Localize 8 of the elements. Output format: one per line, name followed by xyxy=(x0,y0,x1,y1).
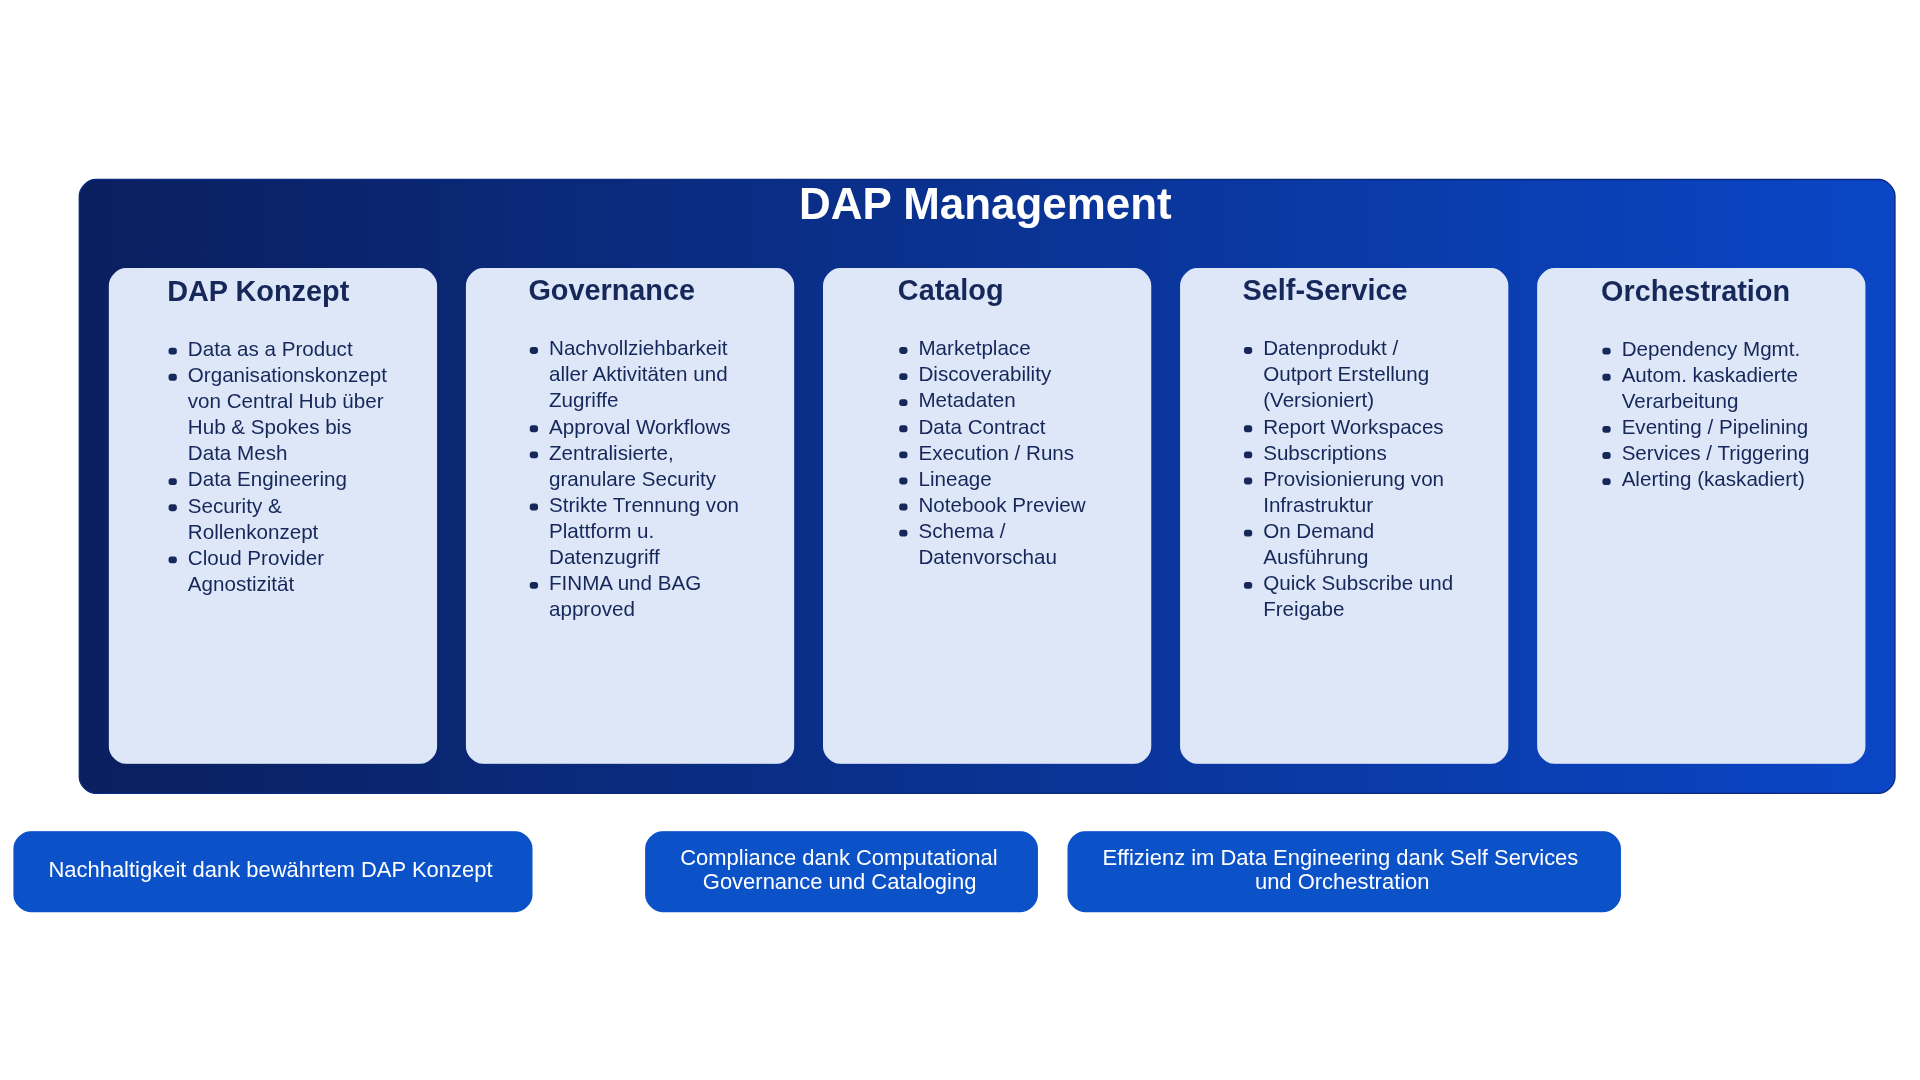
node-box: Orchestration Dependency Mgmt. Autom. kaskadierte Verarbeitung Eventing / Pipelining Services / Triggering Alerting (kaskadiert) xyxy=(1537,268,1866,764)
node-box: Self-Service Datenprodukt / Outport Erstellung (Versioniert) Report Workspaces Subscriptions Provisionierung von Infrastruktur On Demand Ausführung Quick Subscribe und Freigabe xyxy=(1180,268,1509,764)
node-box: Nachhaltigkeit dank bewährtem DAP Konzept xyxy=(13,831,533,913)
node-box: Catalog Marketplace Discoverability Metadaten Data Contract Execution / Runs Lineage Notebook Preview Schema / Datenvorschau xyxy=(823,268,1152,764)
node-box: Compliance dank Computational Governance und Cataloging xyxy=(645,831,1038,913)
node-box: Effizienz im Data Engineering dank Self Services und Orchestration xyxy=(1067,831,1621,913)
node-box: DAP Konzept Data as a Product Organisationskonzept von Central Hub über Hub & Spokes bis Data Mesh Data Engineering Security & Rollenkonzept Cloud Provider Agnostizität xyxy=(108,268,438,764)
node-box: Governance Nachvollziehbarkeit aller Aktivitäten und Zugriffe Approval Workflows Zentralisierte, granulare Security Strikte Trennung von Plattform u. Datenzugriff FINMA und BAG approved xyxy=(465,268,795,764)
